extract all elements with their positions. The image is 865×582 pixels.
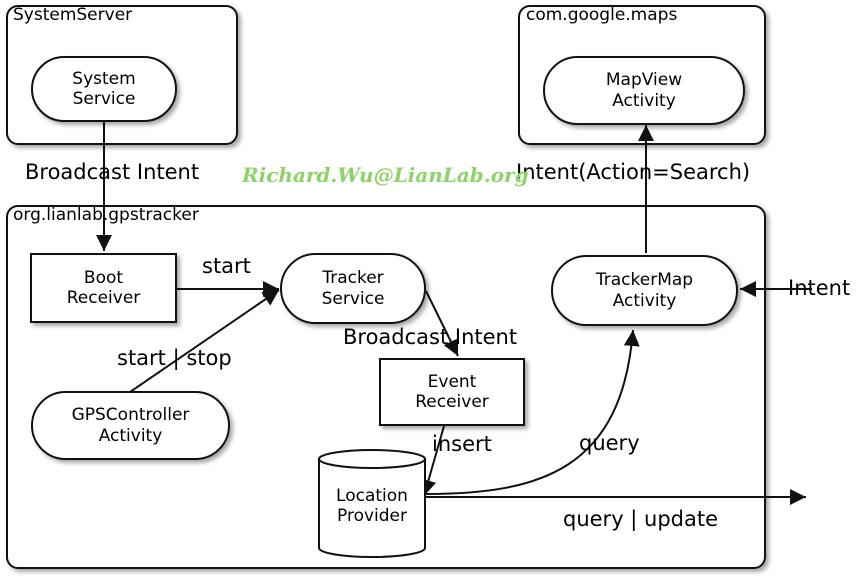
edge-tracker-service-to-event-receiver — [425, 290, 459, 357]
node-label-line: Service — [321, 288, 385, 309]
watermark-text: Richard.Wu@LianLab.org — [242, 163, 529, 187]
node-label-line: GPSController — [71, 405, 190, 426]
edge-label-start: start — [202, 254, 251, 278]
edge-label-start-stop: start | stop — [117, 346, 232, 370]
node-label-line: Tracker — [322, 268, 384, 289]
node-tracker-service[interactable]: Tracker Service — [280, 253, 426, 324]
node-label-line: Boot — [83, 267, 124, 288]
container-label-google-maps: com.google.maps — [526, 5, 678, 25]
node-label-line: Provider — [337, 506, 407, 526]
edge-label-query: query — [579, 431, 640, 455]
node-trackermap-activity[interactable]: TrackerMap Activity — [551, 255, 738, 326]
node-label-line: Activity — [98, 425, 163, 446]
node-gpscontroller-activity[interactable]: GPSController Activity — [31, 391, 230, 460]
container-label-system-server: SystemServer — [13, 5, 133, 25]
edge-label-intent: Intent — [788, 276, 851, 300]
container-google-maps — [518, 5, 766, 145]
node-label-line: Activity — [612, 290, 677, 311]
edge-label-broadcast-intent-mid: Broadcast Intent — [343, 325, 518, 349]
node-label-line: Activity — [612, 90, 676, 111]
node-location-provider[interactable]: Location Provider — [319, 480, 425, 532]
edge-location-provider-to-trackermap — [424, 329, 640, 495]
edge-label-insert: insert — [432, 432, 492, 456]
node-label-line: Service — [72, 89, 136, 109]
node-label-line: Location — [336, 485, 408, 506]
node-label-line: System — [72, 68, 136, 89]
node-location-provider-shape — [318, 449, 426, 558]
node-label-line: Event — [427, 371, 477, 392]
edge-label-intent-action-search: Intent(Action=Search) — [516, 160, 751, 184]
container-label-gpstracker: org.lianlab.gpstracker — [13, 205, 199, 225]
edge-label-broadcast-intent-top: Broadcast Intent — [25, 160, 200, 184]
container-system-server — [6, 5, 238, 145]
node-label-line: Receiver — [415, 392, 489, 412]
edge-gpscontroller-to-tracker-service — [129, 289, 280, 393]
node-label-line: TrackerMap — [595, 270, 694, 291]
node-event-receiver[interactable]: Event Receiver — [379, 358, 525, 426]
node-boot-receiver[interactable]: Boot Receiver — [30, 253, 177, 323]
node-label-line: MapView — [605, 70, 683, 91]
edge-label-query-update: query | update — [563, 507, 719, 531]
node-mapview-activity[interactable]: MapView Activity — [543, 56, 745, 125]
node-system-service[interactable]: System Service — [31, 56, 177, 122]
container-gpstracker — [6, 205, 766, 569]
edge-event-receiver-to-location-provider — [420, 425, 445, 497]
node-label-line: Receiver — [66, 288, 141, 308]
